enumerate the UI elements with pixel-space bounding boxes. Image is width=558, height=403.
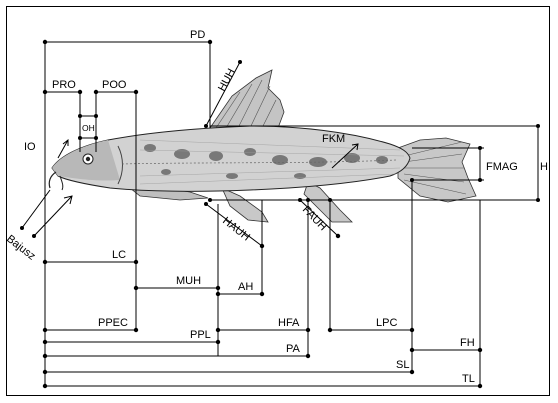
label-ah: AH [238,281,253,293]
label-hfa: HFA [278,317,300,329]
label-muh: MUH [176,275,201,287]
measurement-labels: PD PRO POO OH IO HUH FKM FMAG H Bajusz L… [4,29,548,385]
measurement-lines [22,42,538,386]
label-tl: TL [462,373,475,385]
label-pa: PA [286,343,301,355]
label-lc: LC [112,249,126,261]
label-h: H [540,161,548,173]
label-pro: PRO [52,79,76,91]
measurement-endpoints [20,40,540,388]
label-sl: SL [396,359,409,371]
label-huh: HUH [216,67,238,94]
label-ppec: PPEC [98,317,128,329]
label-fmag: FMAG [486,161,518,173]
barbel [49,172,56,188]
label-oh: OH [82,123,95,133]
label-ppl: PPL [190,329,211,341]
label-poo: POO [102,79,127,91]
label-fh: FH [460,337,475,349]
label-lpc: LPC [376,317,397,329]
label-io: IO [24,141,36,153]
label-pd: PD [190,29,205,41]
label-fkm: FKM [322,133,345,145]
